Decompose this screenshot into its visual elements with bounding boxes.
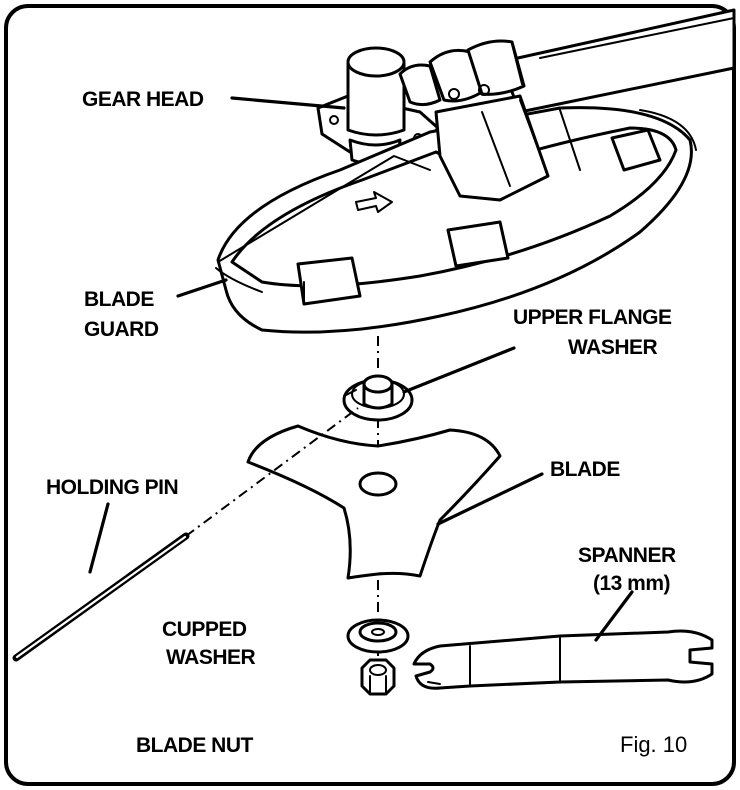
blade xyxy=(246,424,502,580)
label-blade-nut: BLADE NUT xyxy=(136,734,253,757)
leader-gear-head xyxy=(230,96,346,110)
spanner-wrench xyxy=(412,629,714,690)
leader-upper-flange xyxy=(402,346,516,394)
label-upper-flange-line1: UPPER FLANGE xyxy=(513,306,672,329)
label-cupped-washer-line1: CUPPED xyxy=(162,618,247,641)
figure-number: Fig. 10 xyxy=(620,732,687,757)
cupped-washer xyxy=(346,618,410,654)
label-spanner-line1: SPANNER xyxy=(578,544,676,567)
label-blade-guard-line2: GUARD xyxy=(84,318,159,341)
label-blade-guard-line1: BLADE xyxy=(84,288,154,311)
holding-pin xyxy=(12,407,359,662)
label-gear-head: GEAR HEAD xyxy=(82,88,204,111)
label-spanner-line2: (13 mm) xyxy=(593,572,670,595)
leader-spanner xyxy=(594,590,634,642)
label-holding-pin: HOLDING PIN xyxy=(46,476,178,499)
blade-nut xyxy=(360,658,396,696)
upper-flange-washer xyxy=(342,374,414,422)
leader-blade-guard xyxy=(176,278,228,298)
gear-head xyxy=(316,39,526,166)
blade-guard xyxy=(215,94,697,334)
label-cupped-washer-line2: WASHER xyxy=(166,646,256,669)
leader-blade xyxy=(436,472,544,526)
leader-holding-pin xyxy=(88,502,110,574)
label-upper-flange-line2: WASHER xyxy=(568,336,658,359)
label-blade: BLADE xyxy=(550,458,620,481)
drive-shaft xyxy=(498,8,736,114)
